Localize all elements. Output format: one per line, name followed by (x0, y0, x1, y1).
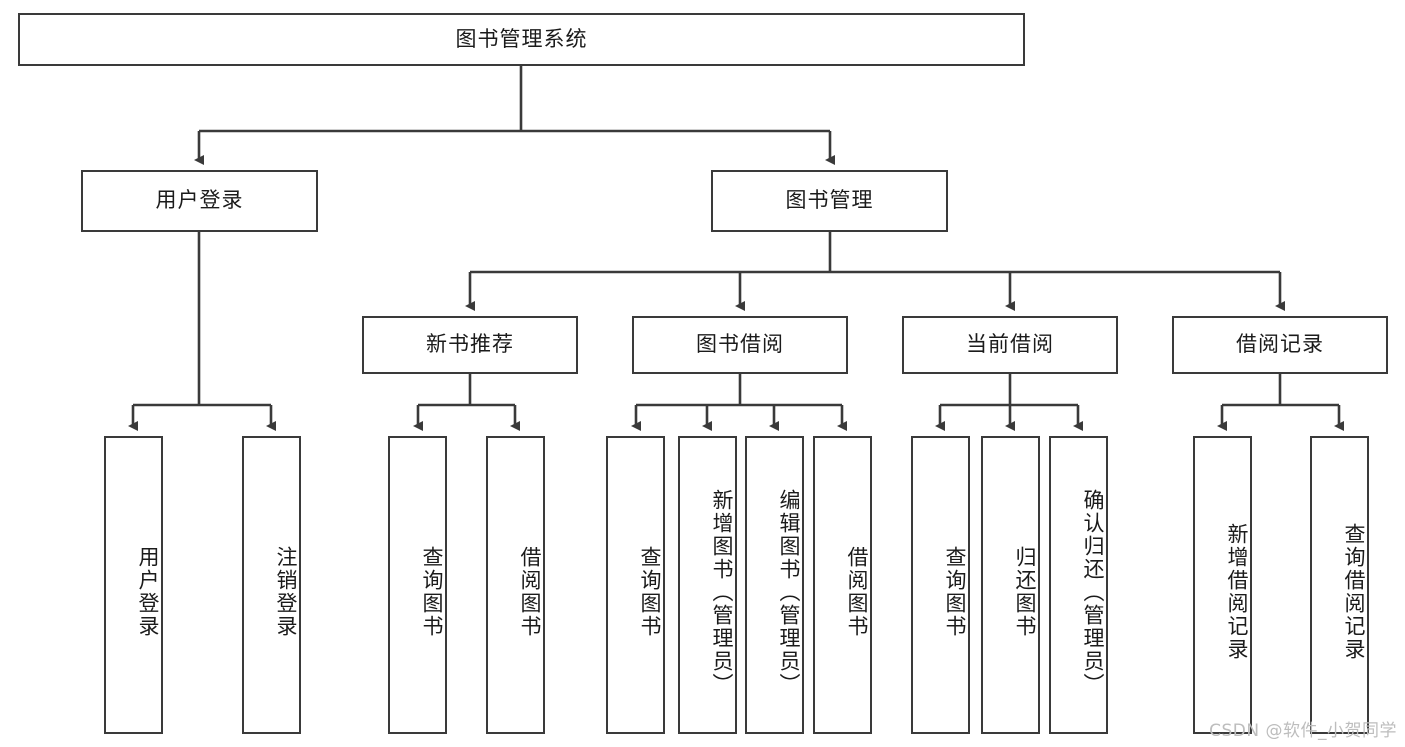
leaf-new-book-2-label: 借阅图书 (518, 546, 542, 638)
leaf-borrow-record-2[interactable]: 查询借阅记录 (1310, 436, 1369, 734)
leaf-current-borrow-3-label: 确认归还（管理员） (1081, 488, 1105, 696)
node-borrow-record-label: 借阅记录 (1236, 332, 1324, 357)
node-new-book-recommend[interactable]: 新书推荐 (362, 316, 578, 374)
leaf-book-borrow-1[interactable]: 查询图书 (606, 436, 665, 734)
leaf-book-borrow-1-label: 查询图书 (638, 546, 662, 638)
leaf-book-borrow-2-label: 新增图书（管理员） (710, 488, 734, 696)
node-new-book-recommend-label: 新书推荐 (426, 332, 514, 357)
leaf-current-borrow-1-label: 查询图书 (943, 546, 967, 638)
node-current-borrow-label: 当前借阅 (966, 332, 1054, 357)
leaf-user-login-1[interactable]: 用户登录 (104, 436, 163, 734)
leaf-new-book-2[interactable]: 借阅图书 (486, 436, 545, 734)
leaf-borrow-record-2-label: 查询借阅记录 (1342, 523, 1366, 661)
node-borrow-record[interactable]: 借阅记录 (1172, 316, 1388, 374)
leaf-current-borrow-3[interactable]: 确认归还（管理员） (1049, 436, 1108, 734)
leaf-user-login-1-label: 用户登录 (136, 546, 160, 638)
leaf-user-login-2-label: 注销登录 (274, 546, 298, 638)
csdn-watermark: CSDN @软件_小贺同学 (1209, 721, 1397, 741)
leaf-book-borrow-4-label: 借阅图书 (845, 546, 869, 638)
node-user-login-label: 用户登录 (155, 188, 244, 213)
leaf-book-borrow-4[interactable]: 借阅图书 (813, 436, 872, 734)
node-book-borrow-label: 图书借阅 (696, 332, 784, 357)
leaf-current-borrow-2-label: 归还图书 (1013, 546, 1037, 638)
node-book-manage-label: 图书管理 (785, 188, 874, 213)
leaf-new-book-1-label: 查询图书 (420, 546, 444, 638)
node-book-manage[interactable]: 图书管理 (711, 170, 948, 232)
node-user-login[interactable]: 用户登录 (81, 170, 318, 232)
leaf-book-borrow-3[interactable]: 编辑图书（管理员） (745, 436, 804, 734)
leaf-current-borrow-1[interactable]: 查询图书 (911, 436, 970, 734)
leaf-borrow-record-1[interactable]: 新增借阅记录 (1193, 436, 1252, 734)
node-book-borrow[interactable]: 图书借阅 (632, 316, 848, 374)
leaf-current-borrow-2[interactable]: 归还图书 (981, 436, 1040, 734)
leaf-user-login-2[interactable]: 注销登录 (242, 436, 301, 734)
leaf-borrow-record-1-label: 新增借阅记录 (1225, 523, 1249, 661)
node-root-label: 图书管理系统 (455, 26, 588, 51)
leaf-book-borrow-2[interactable]: 新增图书（管理员） (678, 436, 737, 734)
node-current-borrow[interactable]: 当前借阅 (902, 316, 1118, 374)
node-root[interactable]: 图书管理系统 (18, 13, 1025, 66)
leaf-new-book-1[interactable]: 查询图书 (388, 436, 447, 734)
leaf-book-borrow-3-label: 编辑图书（管理员） (777, 488, 801, 696)
